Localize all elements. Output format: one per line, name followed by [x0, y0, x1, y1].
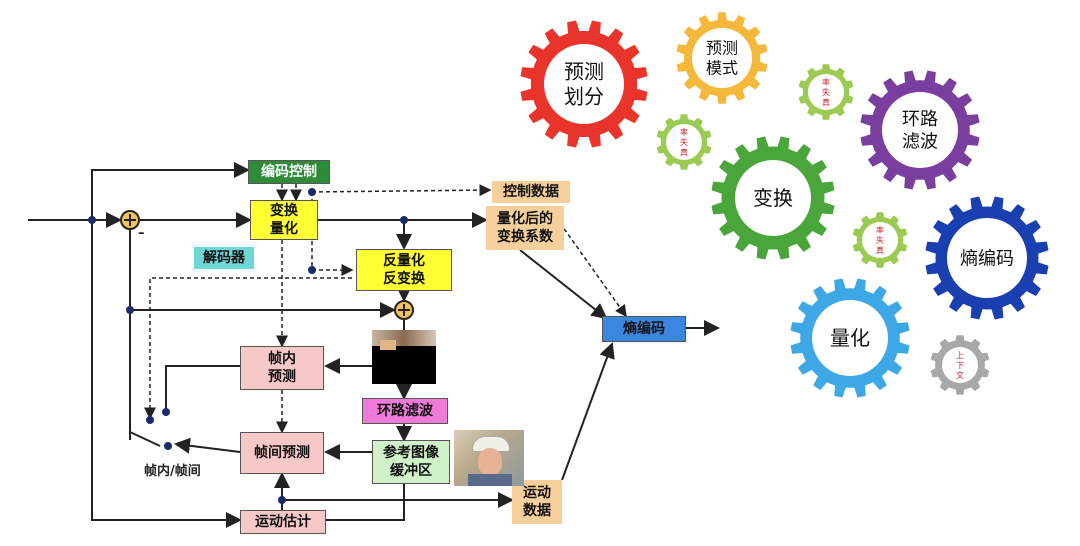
coder-control-block: 编码控制	[248, 160, 330, 184]
gear-label: 率失真	[680, 127, 688, 157]
minus-sign: –	[138, 226, 145, 241]
loop-filter-block: 环路滤波	[362, 398, 448, 424]
gear-label: 量化	[830, 326, 870, 350]
gear-pred-partition: 预测划分	[520, 20, 648, 148]
gear-hub	[882, 92, 958, 168]
gear-hub	[544, 44, 624, 124]
reconstructed-frame-image	[372, 330, 436, 384]
gear-hub	[942, 347, 978, 383]
gear-label: 预测模式	[706, 39, 738, 78]
gear-hub	[812, 300, 888, 376]
inverse-quant-block: 反量化 反变换	[356, 249, 452, 291]
gear-quantization: 量化	[790, 278, 910, 398]
gear-hub	[808, 74, 844, 110]
gear-loop-filter: 环路滤波	[860, 70, 980, 190]
gear-label: 变换	[753, 186, 793, 210]
gear-label: 上下文	[956, 351, 964, 380]
gear-hub	[735, 160, 811, 236]
gear-distortion-1: 率失真	[656, 114, 712, 170]
intra-pred-block: 帧内 预测	[240, 346, 324, 390]
transform-quant-block: 变换 量化	[250, 200, 318, 240]
inter-pred-block: 帧间预测	[240, 432, 324, 474]
reference-frame-image	[454, 430, 524, 486]
decoder-label: 解码器	[194, 247, 254, 269]
gear-label: 环路滤波	[902, 109, 938, 153]
gear-context: 上下文	[930, 335, 990, 395]
intra-inter-switch-label: 帧内/帧间	[144, 464, 201, 479]
gear-transform: 变换	[711, 136, 835, 260]
gear-label: 率失真	[876, 225, 884, 255]
gear-distortion-2: 率失真	[798, 64, 854, 120]
gear-pred-mode: 预测模式	[676, 12, 768, 104]
gear-label: 率失真	[822, 77, 830, 107]
subtract-junction	[120, 210, 140, 230]
ref-buffer-block: 参考图像 缓冲区	[372, 440, 450, 484]
gear-hub	[947, 218, 1027, 298]
quant-coeffs-label: 量化后的 变换系数	[486, 206, 564, 250]
motion-data-label: 运动 数据	[512, 480, 562, 524]
gear-hub	[692, 28, 752, 88]
gear-hub	[862, 222, 898, 258]
gear-hub	[666, 124, 702, 160]
entropy-block: 熵编码	[602, 316, 686, 342]
add-junction	[394, 300, 414, 320]
gear-label: 预测划分	[564, 60, 604, 109]
motion-est-block: 运动估计	[240, 510, 326, 534]
gear-label: 熵编码	[960, 248, 1014, 269]
gear-entropy-coding: 熵编码	[925, 196, 1049, 320]
gear-distortion-3: 率失真	[852, 212, 908, 268]
control-data-label: 控制数据	[492, 181, 570, 203]
